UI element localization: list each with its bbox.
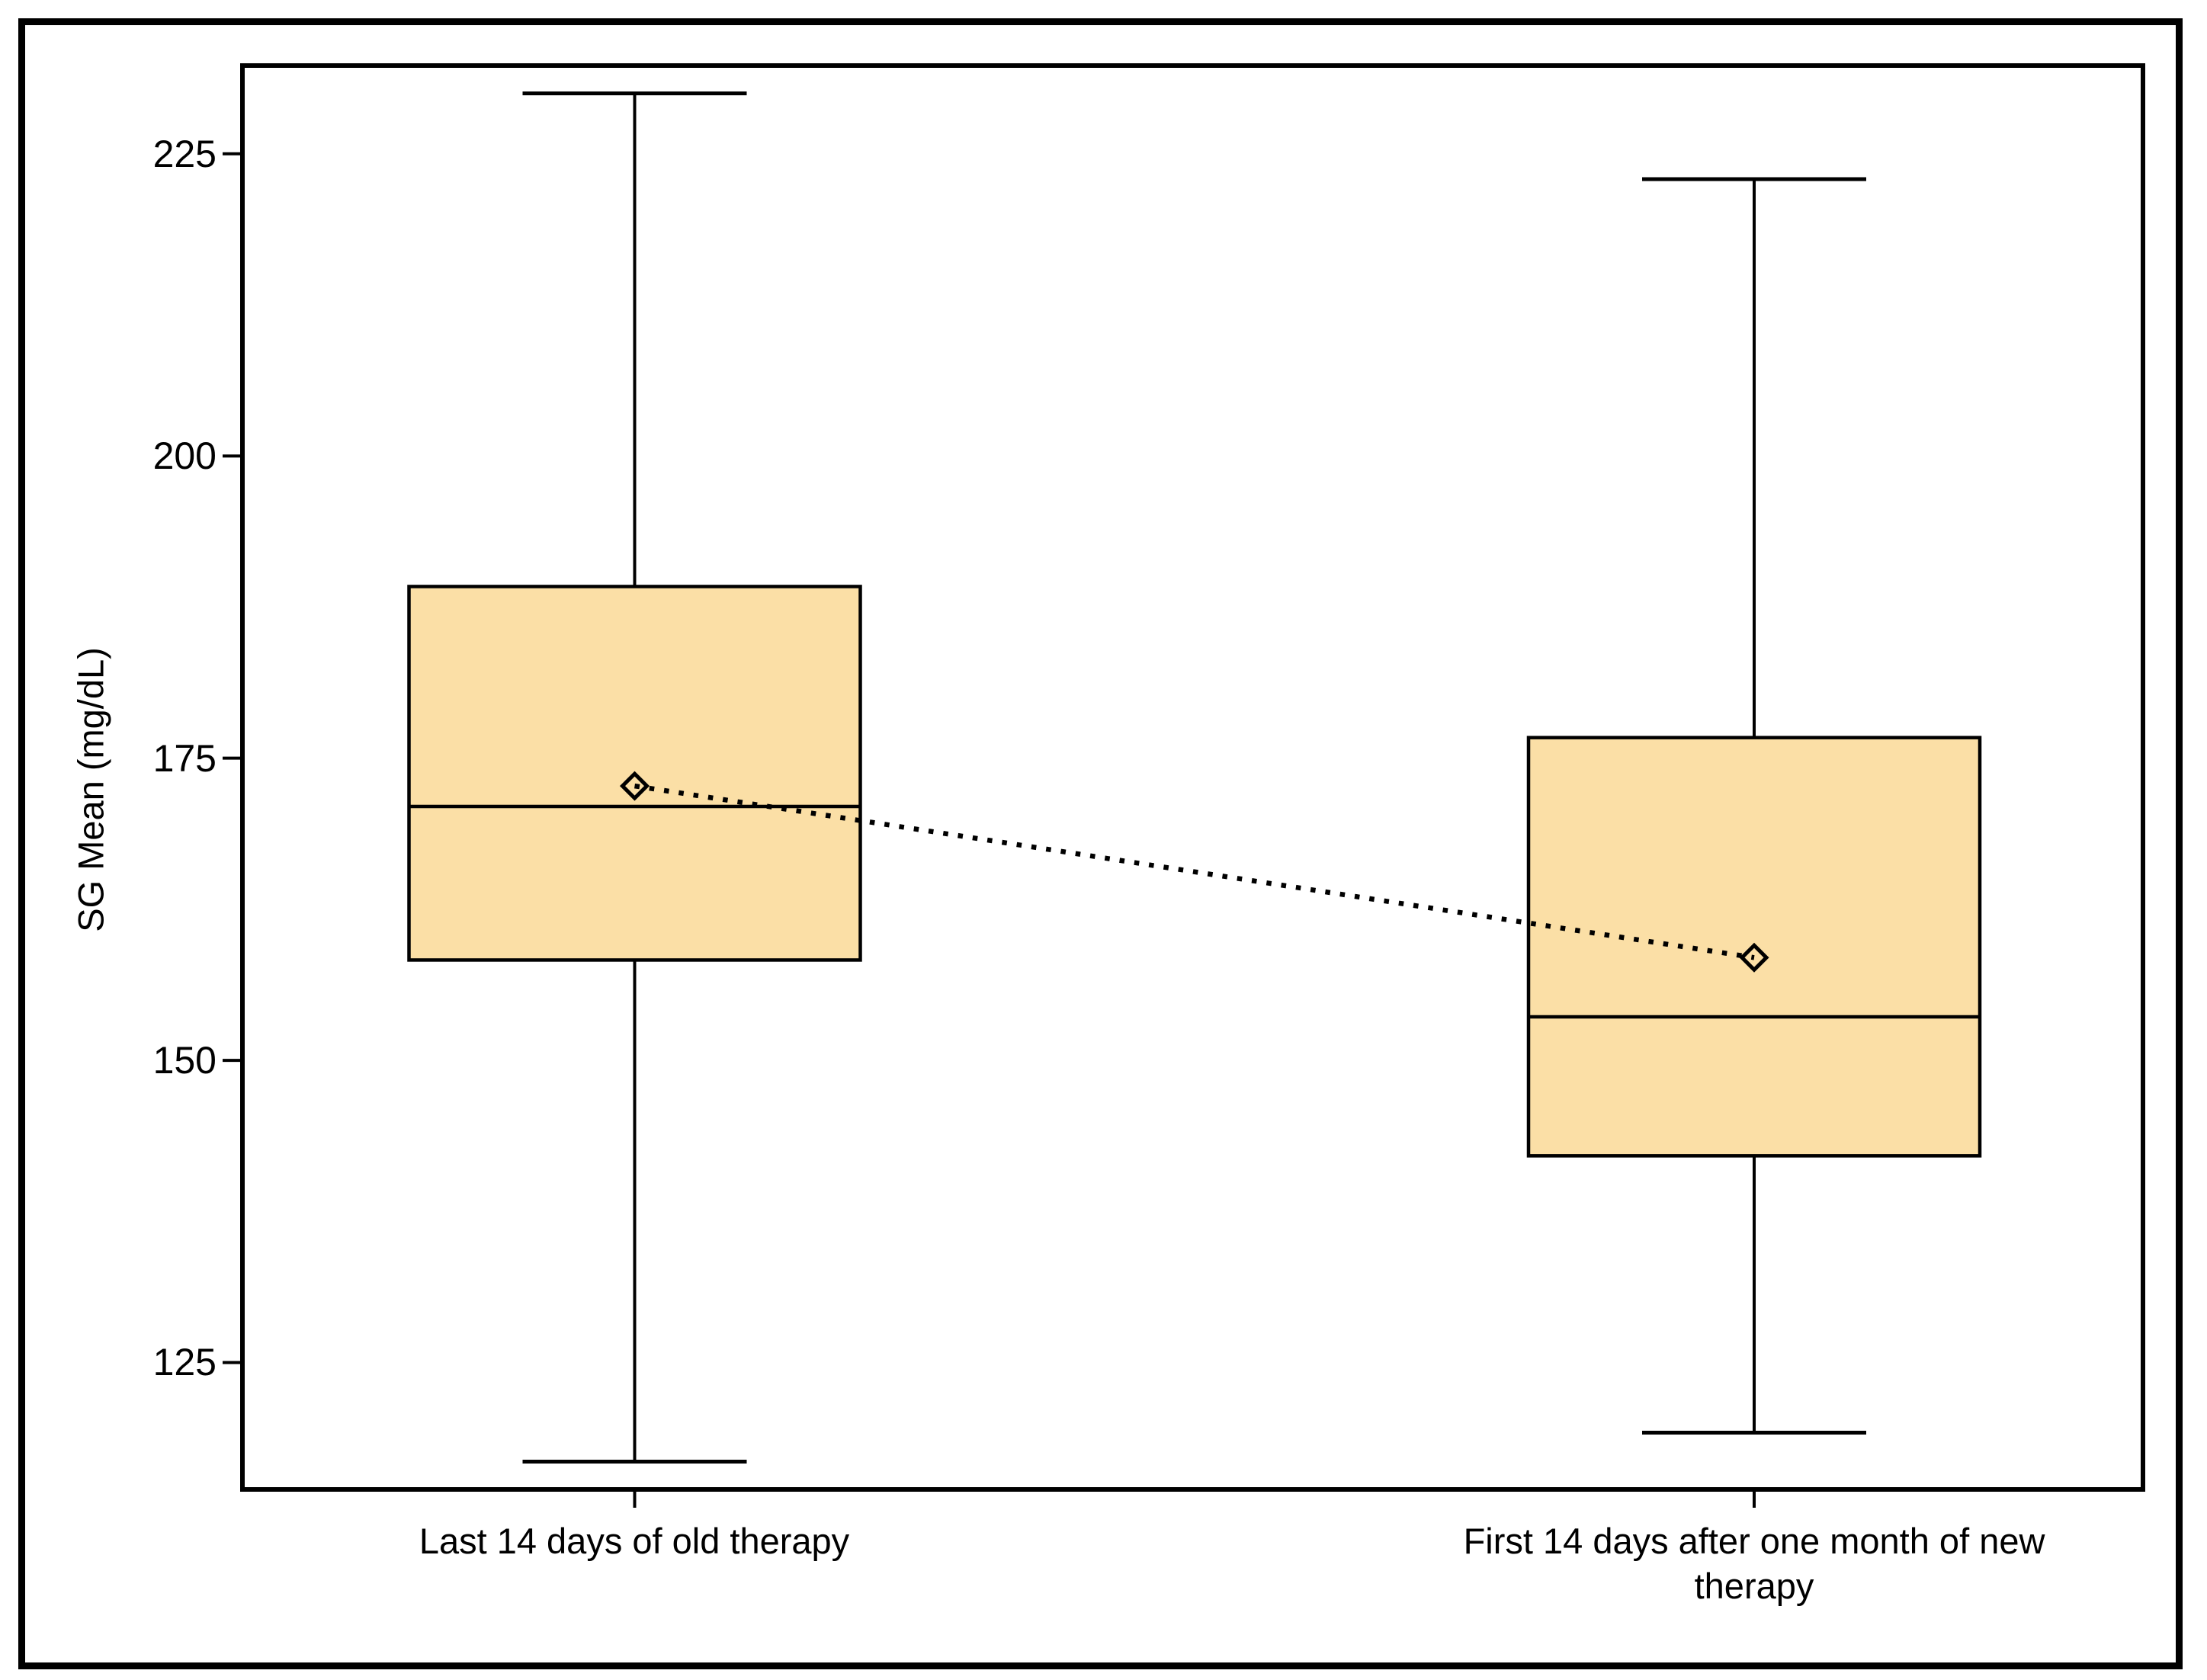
y-tick-label: 125 [152, 1341, 217, 1384]
y-tick-label: 150 [152, 1039, 217, 1082]
mean-diamond-marker [619, 771, 650, 801]
y-tick-label: 200 [152, 434, 217, 478]
y-axis-title: SG Mean (mg/dL) [70, 647, 111, 932]
x-category-label-new-therapy: First 14 days after one month of new the… [1463, 1521, 2045, 1606]
figure-border [18, 18, 2183, 1669]
mean-connector-line [634, 783, 1755, 960]
x-category-label-old-therapy: Last 14 days of old therapy [419, 1521, 850, 1561]
plot-frame [240, 63, 2145, 1492]
mean-diamond-marker [1739, 942, 1769, 973]
y-tick-label: 175 [152, 736, 217, 780]
y-tick-label: 225 [152, 132, 217, 175]
